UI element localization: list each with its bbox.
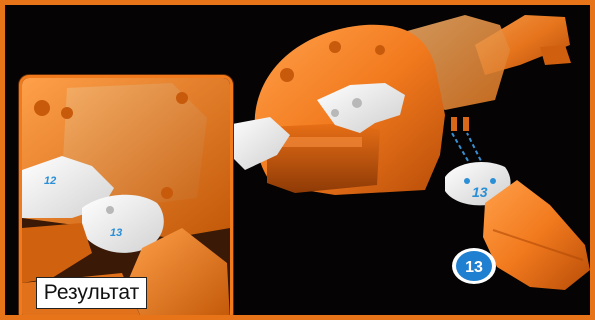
upper-arm-tab bbox=[540, 45, 571, 65]
step-badge: 13 bbox=[451, 247, 497, 285]
inset-part-12-label: 12 bbox=[44, 175, 56, 187]
part-13-label: 13 bbox=[472, 184, 488, 200]
foot-piece bbox=[483, 180, 590, 290]
inset-part-13-label: 13 bbox=[110, 227, 122, 239]
step-number: 13 bbox=[465, 259, 483, 276]
result-caption: Результат bbox=[36, 277, 147, 309]
